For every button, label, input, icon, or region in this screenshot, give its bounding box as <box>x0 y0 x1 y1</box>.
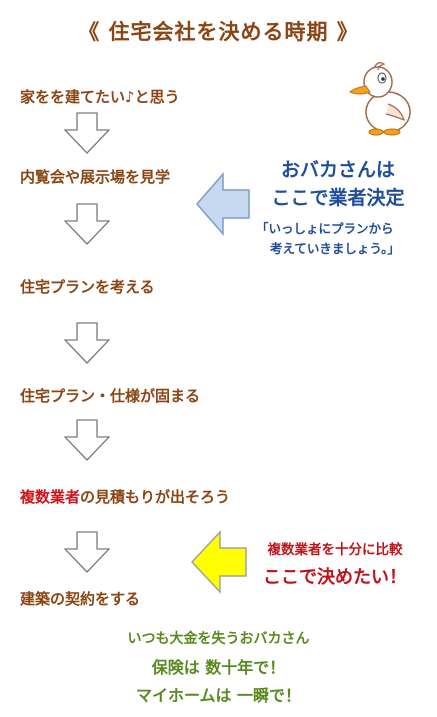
down-arrow-icon <box>64 112 110 154</box>
footer-line1: いつも大金を失うおバカさん <box>127 631 310 647</box>
step-plan-finalized: 住宅プラン・仕様が固まる <box>20 387 201 405</box>
multiple-contractors-label: 複数業者 <box>20 488 81 506</box>
left-arrow-icon <box>190 530 247 594</box>
left-arrow-icon <box>196 172 250 236</box>
down-arrow-icon <box>64 322 110 364</box>
bad-decision-line2: ここで業者決定 <box>271 187 405 209</box>
step-plan-house: 住宅プランを考える <box>20 278 155 296</box>
good-decision-line1: 複数業者を十分に比較 <box>267 542 403 558</box>
step-sign-contract: 建築の契約をする <box>20 590 141 608</box>
step-quotes-collected: 複数業者の見積もりが出そろう <box>20 486 230 507</box>
step-visit-showroom: 内覧会や展示場を見学 <box>20 168 171 186</box>
down-arrow-icon <box>64 419 110 461</box>
down-arrow-icon <box>64 531 110 573</box>
bad-decision-quote2: 考えていきましょう。」 <box>270 241 400 256</box>
bad-decision-quote1: 「いっしょにプランから <box>256 221 394 236</box>
down-arrow-icon <box>64 203 110 245</box>
duck-icon <box>349 62 411 136</box>
page-title: 《 住宅会社を決める時期 》 <box>78 20 359 44</box>
step-want-to-build: 家をを建てたい♪と思う <box>20 88 180 106</box>
quotes-collected-label: の見積もりが出そろう <box>80 488 231 506</box>
good-decision-line2: ここで決めたい！ <box>263 567 407 588</box>
footer-line3: マイホームは 一瞬で！ <box>135 686 302 705</box>
bad-decision-line1: おバカさんは <box>280 159 395 181</box>
footer-line2: 保険は 数十年で！ <box>151 658 286 677</box>
